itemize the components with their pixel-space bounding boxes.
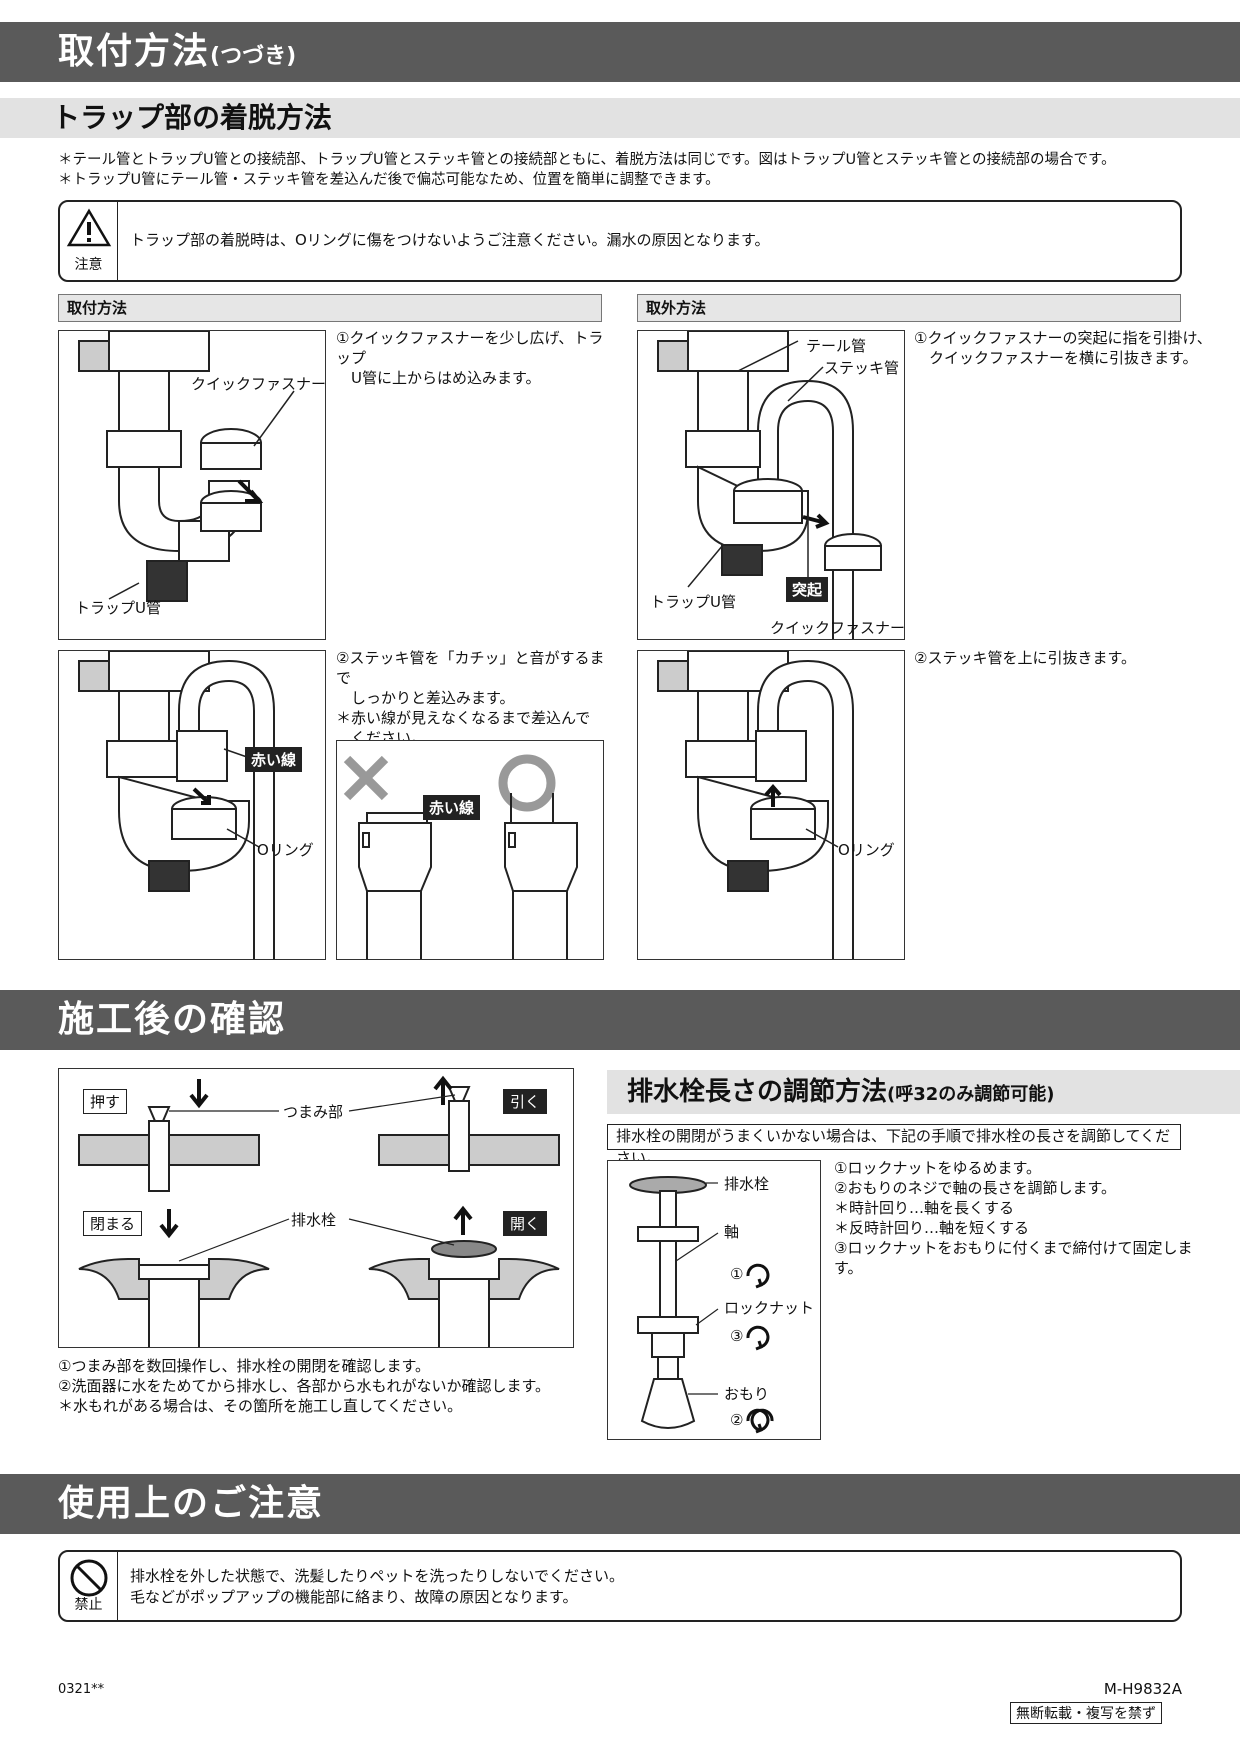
step-line: ①ロックナットをゆるめます。 bbox=[834, 1159, 1041, 1177]
label-red-line: 赤い線 bbox=[245, 747, 303, 772]
check-section-band: 施工後の確認 bbox=[0, 990, 1240, 1050]
step-line: ①つまみ部を数回操作し、排水栓の開閉を確認します。 bbox=[58, 1357, 430, 1375]
label-drain-plug: 排水栓 bbox=[291, 1211, 337, 1229]
usage-section-band: 使用上のご注意 bbox=[0, 1474, 1240, 1534]
footer-code: 0321** bbox=[58, 1682, 105, 1697]
remove-figure-1: テール管 ステッキ管 トラップU管 突起 クイックファスナー bbox=[637, 330, 905, 640]
trap-remove-illustration bbox=[657, 331, 882, 639]
trap-install-illustration bbox=[78, 331, 295, 602]
adjust-steps: ①ロックナットをゆるめます。 ②おもりのネジで軸の長さを調節します。 ＊時計回り… bbox=[834, 1158, 1214, 1278]
label-trap-u-pipe: トラップU管 bbox=[650, 593, 736, 611]
label-knob: つまみ部 bbox=[283, 1103, 344, 1121]
install-figure-3: 赤い線 bbox=[336, 740, 604, 960]
step-line: ③ロックナットをおもりに付くまで締付けて固定します。 bbox=[834, 1239, 1193, 1277]
label-open: 開く bbox=[503, 1211, 548, 1236]
trap-notes: ＊テール管とトラップU管との接続部、トラップU管とステッキ管との接続部ともに、着… bbox=[58, 150, 1208, 190]
label-lock-nut: ロックナット bbox=[724, 1299, 815, 1317]
caution-icon-cell: 注意 bbox=[60, 202, 118, 280]
prohibit-label: 禁止 bbox=[74, 1597, 103, 1613]
label-quick-fastener: クイックファスナー bbox=[770, 619, 905, 637]
label-close: 閉まる bbox=[83, 1211, 143, 1236]
step-line: ①クイックファスナーを少し広げ、トラップ bbox=[336, 329, 604, 367]
page-title: 取付方法(つづき) bbox=[58, 31, 297, 72]
trap-section-title: トラップ部の着脱方法 bbox=[52, 101, 333, 134]
stick-pullout-illustration bbox=[657, 651, 854, 959]
remove-step-1: ①クイックファスナーの突起に指を引掛け、 クイックファスナーを横に引抜きます。 bbox=[914, 328, 1214, 368]
step-line: しっかりと差込みます。 bbox=[336, 689, 515, 707]
label-red-line: 赤い線 bbox=[423, 795, 481, 820]
label-shaft: 軸 bbox=[724, 1223, 740, 1241]
label-push: 押す bbox=[83, 1089, 128, 1114]
label-pull: 引く bbox=[503, 1089, 548, 1114]
label-trap-u-pipe: トラップU管 bbox=[75, 599, 161, 617]
install-figure-2: 赤い線 Oリング bbox=[58, 650, 326, 960]
install-figure-1: クイックファスナー トラップU管 bbox=[58, 330, 326, 640]
step-line: ＊水もれがある場合は、その箇所を施工し直してください。 bbox=[58, 1397, 463, 1415]
check-figure: 押す 引く つまみ部 閉まる 開く 排水栓 bbox=[58, 1068, 574, 1348]
header-band: 取付方法(つづき) bbox=[0, 22, 1240, 82]
remove-figure-2: Oリング bbox=[637, 650, 905, 960]
label-drain-plug: 排水栓 bbox=[724, 1175, 770, 1193]
note-line: ＊テール管とトラップU管との接続部、トラップU管とステッキ管との接続部ともに、着… bbox=[58, 152, 1116, 168]
label-step-2: ② bbox=[730, 1411, 744, 1429]
step-line: クイックファスナーを横に引抜きます。 bbox=[914, 349, 1198, 367]
drain-plug-length-illustration bbox=[629, 1176, 774, 1434]
footer-copyright: 無断転載・複写を禁ず bbox=[1010, 1702, 1162, 1724]
label-weight: おもり bbox=[724, 1385, 770, 1403]
label-stick-pipe: ステッキ管 bbox=[824, 359, 900, 377]
step-line: ②おもりのネジで軸の長さを調節します。 bbox=[834, 1179, 1116, 1197]
footer-model: M-H9832A bbox=[1103, 1680, 1182, 1698]
drain-knob-illustration bbox=[78, 1075, 560, 1347]
label-o-ring: Oリング bbox=[257, 841, 314, 859]
usage-section-title: 使用上のご注意 bbox=[58, 1483, 325, 1524]
prohibit-box: 禁止 排水栓を外した状態で、洗髪したりペットを洗ったりしないでください。 毛など… bbox=[58, 1550, 1182, 1622]
prohibit-text: 排水栓を外した状態で、洗髪したりペットを洗ったりしないでください。 毛などがポッ… bbox=[130, 1566, 624, 1608]
label-quick-fastener: クイックファスナー bbox=[191, 375, 326, 393]
check-steps: ①つまみ部を数回操作し、排水栓の開閉を確認します。 ②洗面器に水をためてから排水… bbox=[58, 1356, 578, 1416]
trap-section-band: トラップ部の着脱方法 bbox=[0, 98, 1240, 138]
install-heading: 取付方法 bbox=[58, 294, 602, 322]
step-line: U管に上からはめ込みます。 bbox=[336, 369, 541, 387]
prohibit-icon-cell: 禁止 bbox=[60, 1552, 118, 1620]
step-line: ①クイックファスナーの突起に指を引掛け、 bbox=[914, 329, 1212, 347]
step-line: ＊時計回り…軸を長くする bbox=[834, 1199, 1015, 1217]
install-step-1: ①クイックファスナーを少し広げ、トラップ U管に上からはめ込みます。 bbox=[336, 328, 606, 388]
adjust-intro: 排水栓の開閉がうまくいかない場合は、下記の手順で排水栓の長さを調節してください。 bbox=[607, 1124, 1181, 1167]
red-line-comparison bbox=[343, 754, 578, 959]
remove-step-2: ②ステッキ管を上に引抜きます。 bbox=[914, 648, 1214, 668]
adjust-figure: 排水栓 軸 ① ロックナット ③ おもり ② bbox=[607, 1160, 821, 1440]
text-line: 排水栓を外した状態で、洗髪したりペットを洗ったりしないでください。 bbox=[130, 1567, 624, 1585]
remove-heading: 取外方法 bbox=[637, 294, 1181, 322]
caution-text: トラップ部の着脱時は、Oリングに傷をつけないようご注意ください。漏水の原因となり… bbox=[130, 231, 770, 249]
label-tail-pipe: テール管 bbox=[806, 337, 867, 355]
adjust-section-band: 排水栓長さの調節方法(呼32のみ調節可能) bbox=[607, 1070, 1240, 1114]
step-line: ＊反時計回り…軸を短くする bbox=[834, 1219, 1030, 1237]
caution-box: 注意 トラップ部の着脱時は、Oリングに傷をつけないようご注意ください。漏水の原因… bbox=[58, 200, 1182, 282]
label-step-3: ③ bbox=[730, 1327, 744, 1345]
check-section-title: 施工後の確認 bbox=[58, 999, 287, 1040]
step-line: ②ステッキ管を上に引抜きます。 bbox=[914, 649, 1136, 667]
step-line: ＊赤い線が見えなくなるまで差込んで bbox=[336, 709, 591, 727]
install-step-2: ②ステッキ管を「カチッ」と音がするまで しっかりと差込みます。 ＊赤い線が見えな… bbox=[336, 648, 606, 748]
caution-label: 注意 bbox=[74, 257, 103, 273]
adjust-section-title: 排水栓長さの調節方法(呼32のみ調節可能) bbox=[627, 1077, 1055, 1107]
label-o-ring: Oリング bbox=[838, 841, 895, 859]
stick-insert-illustration bbox=[78, 651, 275, 959]
warning-icon bbox=[66, 208, 112, 247]
step-line: ②ステッキ管を「カチッ」と音がするまで bbox=[336, 649, 605, 687]
step-line: ②洗面器に水をためてから排水し、各部から水もれがないか確認します。 bbox=[58, 1377, 550, 1395]
label-protrusion: 突起 bbox=[786, 577, 829, 602]
text-line: 毛などがポップアップの機能部に絡まり、故障の原因となります。 bbox=[130, 1588, 578, 1606]
prohibition-icon bbox=[70, 1559, 108, 1597]
note-line: ＊トラップU管にテール管・ステッキ管を差込んだ後で偏芯可能なため、位置を簡単に調… bbox=[58, 172, 720, 188]
label-step-1: ① bbox=[730, 1265, 744, 1283]
